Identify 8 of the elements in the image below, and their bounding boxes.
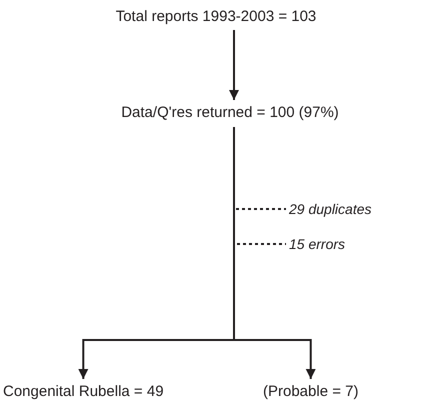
flow-label: 29 duplicates (288, 198, 373, 220)
flow-label: (Probable = 7) (262, 381, 360, 403)
arrow (233, 127, 316, 379)
flow-label: Congenital Rubella = 49 (2, 381, 165, 403)
arrow (229, 30, 239, 100)
flow-label: Total reports 1993-2003 = 103 (114, 6, 318, 28)
flow-label: Data/Q'res returned = 100 (97%) (120, 102, 340, 124)
flow-label: 15 errors (288, 233, 346, 255)
